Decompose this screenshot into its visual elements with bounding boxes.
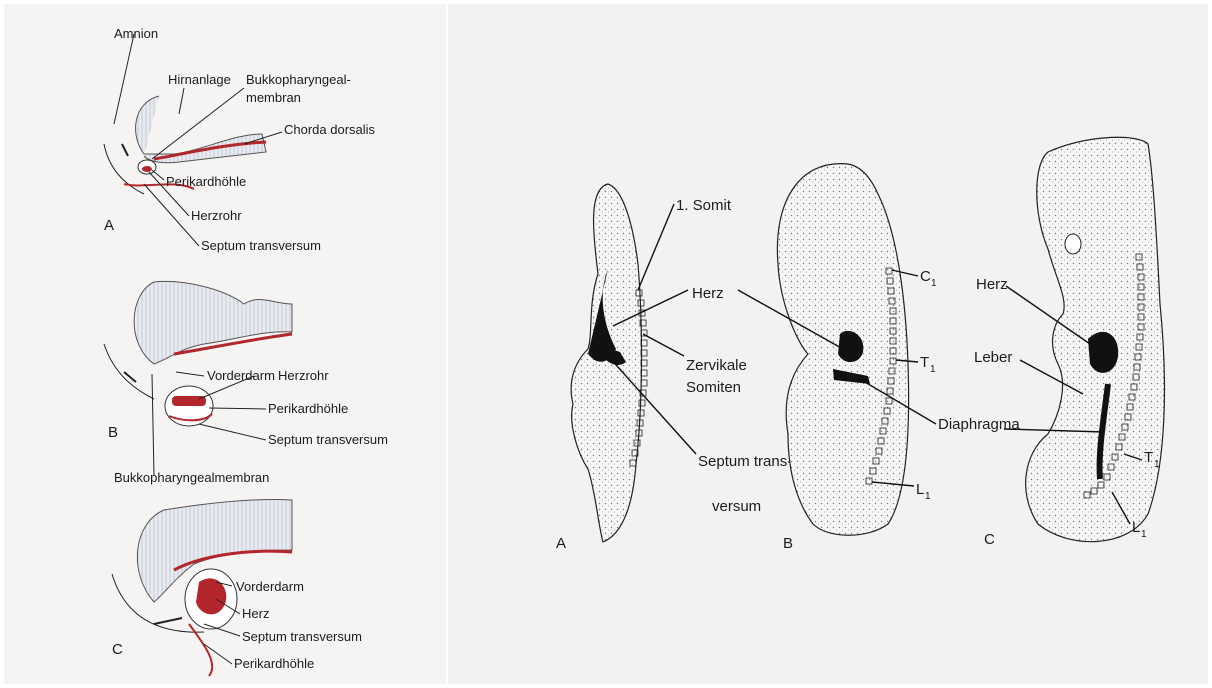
label-somit: 1. Somit (676, 197, 732, 214)
right-embryo-a: 1. Somit Herz Zervikale Somiten Septum t… (556, 184, 792, 552)
label-perikard-a: Perikardhöhle (166, 174, 246, 189)
label-l1-c-sub: 1 (1141, 529, 1147, 540)
arrow-b (124, 372, 136, 382)
label-vorderdarm-b: Vorderdarm (207, 368, 275, 383)
label-c1-sub: 1 (931, 278, 937, 289)
label-bukkomembran: Bukkopharyngealmembran (114, 470, 269, 485)
label-l1-c: L (1132, 519, 1140, 536)
letter-b-left: B (108, 424, 118, 441)
leader-bukkomembran (152, 374, 154, 476)
leader-amnion (114, 34, 134, 124)
arrow-c (154, 618, 182, 624)
embryo-c-eye (1065, 234, 1081, 254)
label-somiten: Somiten (686, 379, 741, 396)
label-bukko-line1: Bukkopharyngeal- (246, 72, 351, 87)
label-t1-c: T (1144, 449, 1153, 466)
label-chorda: Chorda dorsalis (284, 122, 376, 137)
right-figure-svg: 1. Somit Herz Zervikale Somiten Septum t… (448, 4, 1208, 684)
label-septum-a: Septum transversum (201, 238, 321, 253)
label-t1-c-sub: 1 (1154, 459, 1160, 470)
label-bukko-line2: membran (246, 90, 301, 105)
label-septum-line2: versum (712, 498, 761, 515)
left-diagram-b: Vorderdarm Herzrohr Perikardhöhle Septum… (104, 281, 388, 485)
label-zervikale: Zervikale (686, 357, 747, 374)
label-diaphragma: Diaphragma (938, 416, 1020, 433)
brain-primordium-a (136, 96, 266, 163)
label-septum-line1: Septum trans- (698, 453, 792, 470)
label-perikard-b: Perikardhöhle (268, 401, 348, 416)
label-septum-c: Septum transversum (242, 629, 362, 644)
right-figure-panel: 1. Somit Herz Zervikale Somiten Septum t… (448, 4, 1208, 684)
label-hirnanlage: Hirnanlage (168, 72, 231, 87)
letter-b-right: B (783, 535, 793, 552)
leader-septum-b (199, 424, 266, 440)
leader-zervikale (643, 334, 684, 356)
label-l1-b: L (916, 481, 924, 498)
label-vorderdarm-c: Vorderdarm (236, 579, 304, 594)
label-t1-b-sub: 1 (930, 364, 936, 375)
letter-c-right: C (984, 531, 995, 548)
label-herz-a: Herz (692, 285, 724, 302)
label-herzrohr-b: Herzrohr (278, 368, 329, 383)
letter-a-left: A (104, 217, 114, 234)
leader-somit (638, 204, 674, 290)
label-leber: Leber (974, 349, 1012, 366)
label-l1-b-sub: 1 (925, 491, 931, 502)
label-t1-b: T (920, 354, 929, 371)
leader-hirnanlage (179, 88, 184, 114)
heart-tube-a (142, 166, 152, 172)
letter-a-right: A (556, 535, 566, 552)
right-embryo-c: Herz Leber T 1 L 1 C (974, 137, 1164, 548)
leader-perikard-b (209, 408, 266, 409)
left-diagram-c: Vorderdarm Herz Septum transversum Perik… (112, 499, 362, 676)
label-herzrohr-a: Herzrohr (191, 208, 242, 223)
label-amnion: Amnion (114, 26, 158, 41)
embryo-a-body (571, 184, 641, 542)
left-diagram-a: Amnion Hirnanlage Bukkopharyngeal- membr… (104, 26, 376, 253)
brain-primordium-b (134, 281, 292, 364)
label-c1: C (920, 268, 931, 285)
label-perikard-c: Perikardhöhle (234, 656, 314, 671)
label-herz-c: Herz (976, 276, 1008, 293)
leader-vorderdarm-b (176, 372, 204, 376)
letter-c-left: C (112, 641, 123, 658)
label-septum-b: Septum transversum (268, 432, 388, 447)
arrow-a (122, 144, 128, 156)
embryo-c-heart (1088, 332, 1118, 373)
leader-perikard-a (152, 170, 164, 180)
label-herz-c: Herz (242, 606, 269, 621)
left-figure-svg: Amnion Hirnanlage Bukkopharyngeal- membr… (4, 4, 446, 684)
left-figure-panel: Amnion Hirnanlage Bukkopharyngeal- membr… (4, 4, 446, 684)
heart-tube-b (172, 396, 206, 406)
